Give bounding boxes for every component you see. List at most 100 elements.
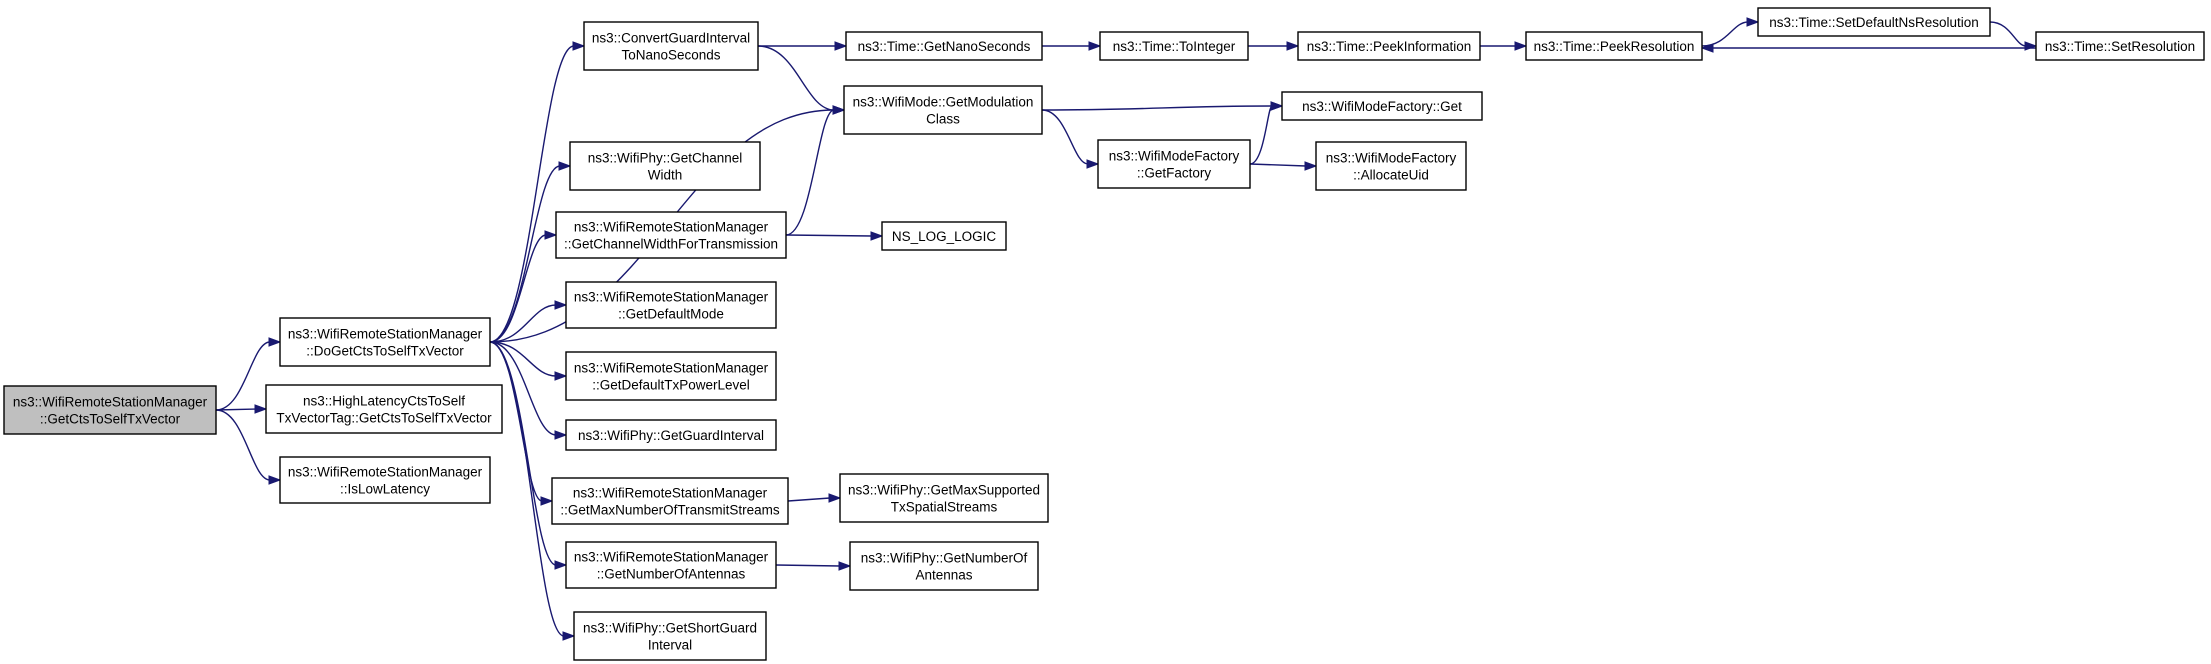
arrowhead [1304, 161, 1318, 171]
node-maxsup[interactable]: ns3::WifiPhy::GetMaxSupportedTxSpatialSt… [839, 473, 1049, 523]
arrowhead [828, 493, 842, 503]
node-label: Interval [648, 638, 692, 653]
edge-convgi-getmodcls [757, 45, 846, 115]
edge-toint-peekinfo [1248, 41, 1300, 51]
edge-getmodcls-wmfget [1041, 101, 1284, 111]
edge-line [489, 304, 557, 343]
node-getmaxnts[interactable]: ns3::WifiRemoteStationManager::GetMaxNum… [551, 477, 789, 525]
node-label: ns3::Time::SetDefaultNsResolution [1769, 15, 1979, 30]
node-numant[interactable]: ns3::WifiPhy::GetNumberOfAntennas [849, 541, 1039, 591]
node-label: Class [926, 112, 960, 127]
node-box [555, 211, 787, 259]
node-box [849, 541, 1039, 591]
arrowhead [1700, 43, 1714, 53]
arrowhead [554, 371, 568, 381]
arrowhead [554, 430, 568, 440]
node-label: NS_LOG_LOGIC [892, 229, 997, 244]
node-box [1281, 91, 1483, 121]
edge-doget-convgi [489, 41, 586, 343]
node-label: ::GetNumberOfAntennas [597, 567, 746, 582]
node-box [839, 473, 1049, 523]
edge-peekinfo-peekres [1480, 41, 1528, 51]
node-nslog[interactable]: NS_LOG_LOGIC [881, 221, 1007, 251]
arrowhead [554, 300, 568, 310]
node-label: ns3::Time::SetResolution [2045, 39, 2195, 54]
node-label: Width [648, 168, 683, 183]
edge-line [489, 341, 557, 377]
node-label: ns3::WifiPhy::GetShortGuard [583, 621, 757, 636]
node-box [1297, 31, 1481, 61]
node-label: ns3::WifiMode::GetModulation [853, 95, 1034, 110]
arrowhead [554, 560, 568, 570]
node-box [565, 419, 777, 451]
edge-getchwtx-getmodcls [785, 105, 846, 236]
node-box [3, 385, 217, 435]
edge-line [489, 341, 557, 436]
node-label: ns3::WifiRemoteStationManager [13, 395, 208, 410]
node-getnant[interactable]: ns3::WifiRemoteStationManager::GetNumber… [565, 541, 777, 589]
arrowhead [1088, 41, 1102, 51]
node-box [583, 21, 759, 71]
node-setdefns[interactable]: ns3::Time::SetDefaultNsResolution [1757, 7, 1991, 37]
edge-line [775, 564, 841, 567]
node-setres[interactable]: ns3::Time::SetResolution [2035, 31, 2205, 61]
node-getdeftxp[interactable]: ns3::WifiRemoteStationManager::GetDefaul… [565, 351, 777, 401]
node-box [279, 456, 491, 504]
edge-line [489, 341, 557, 566]
node-label: ns3::WifiRemoteStationManager [573, 486, 768, 501]
node-doget[interactable]: ns3::WifiRemoteStationManager::DoGetCtsT… [279, 317, 491, 367]
edge-convgi-getns [758, 41, 848, 51]
node-label: ns3::WifiPhy::GetMaxSupported [848, 483, 1040, 498]
node-getgi[interactable]: ns3::WifiPhy::GetGuardInterval [565, 419, 777, 451]
edge-line [787, 497, 831, 502]
arrowhead [562, 631, 576, 641]
node-box [569, 141, 761, 191]
edge-line [757, 45, 835, 111]
node-label: ns3::Time::PeekInformation [1307, 39, 1472, 54]
node-box [1097, 139, 1251, 189]
node-wmfget[interactable]: ns3::WifiModeFactory::Get [1281, 91, 1483, 121]
node-getchw[interactable]: ns3::WifiPhy::GetChannelWidth [569, 141, 761, 191]
arrowhead [1286, 41, 1300, 51]
arrowhead [254, 404, 268, 414]
edge-line [785, 109, 835, 236]
node-label: ::GetDefaultMode [618, 307, 724, 322]
node-box [551, 477, 789, 525]
arrowhead [870, 231, 884, 241]
node-box [279, 317, 491, 367]
node-label: ::GetMaxNumberOfTransmitStreams [560, 503, 780, 518]
node-alloc[interactable]: ns3::WifiModeFactory::AllocateUid [1315, 141, 1467, 191]
edge-line [1249, 105, 1273, 165]
node-label: ns3::WifiRemoteStationManager [574, 550, 769, 565]
node-box [1315, 141, 1467, 191]
edge-getnant-numant [775, 561, 852, 571]
node-box [565, 351, 777, 401]
node-box [1757, 7, 1991, 37]
node-islow[interactable]: ns3::WifiRemoteStationManager::IsLowLate… [279, 456, 491, 504]
arrowhead [1746, 17, 1760, 27]
edge-setdefns-setres [1989, 21, 2038, 51]
edge-setres-peekres [1700, 43, 2036, 53]
node-peekres[interactable]: ns3::Time::PeekResolution [1525, 31, 1703, 61]
node-getchwtx[interactable]: ns3::WifiRemoteStationManager::GetChanne… [555, 211, 787, 259]
node-box [843, 85, 1043, 135]
node-label: ns3::WifiRemoteStationManager [574, 361, 769, 376]
node-label: ::AllocateUid [1353, 168, 1429, 183]
node-getfactory[interactable]: ns3::WifiModeFactory::GetFactory [1097, 139, 1251, 189]
edge-getfactory-alloc [1249, 161, 1318, 171]
edge-line [215, 409, 271, 481]
arrowhead [832, 105, 846, 115]
node-getdefmode[interactable]: ns3::WifiRemoteStationManager::GetDefaul… [565, 281, 777, 329]
node-label: ns3::WifiRemoteStationManager [288, 327, 483, 342]
node-root[interactable]: ns3::WifiRemoteStationManager::GetCtsToS… [3, 385, 217, 435]
arrowhead [1270, 101, 1284, 111]
node-getns[interactable]: ns3::Time::GetNanoSeconds [845, 31, 1043, 61]
node-peekinfo[interactable]: ns3::Time::PeekInformation [1297, 31, 1481, 61]
node-hlat[interactable]: ns3::HighLatencyCtsToSelfTxVectorTag::Ge… [265, 384, 503, 434]
edge-getfactory-wmfget [1249, 101, 1284, 165]
node-toint[interactable]: ns3::Time::ToInteger [1099, 31, 1249, 61]
arrowhead [572, 41, 586, 51]
